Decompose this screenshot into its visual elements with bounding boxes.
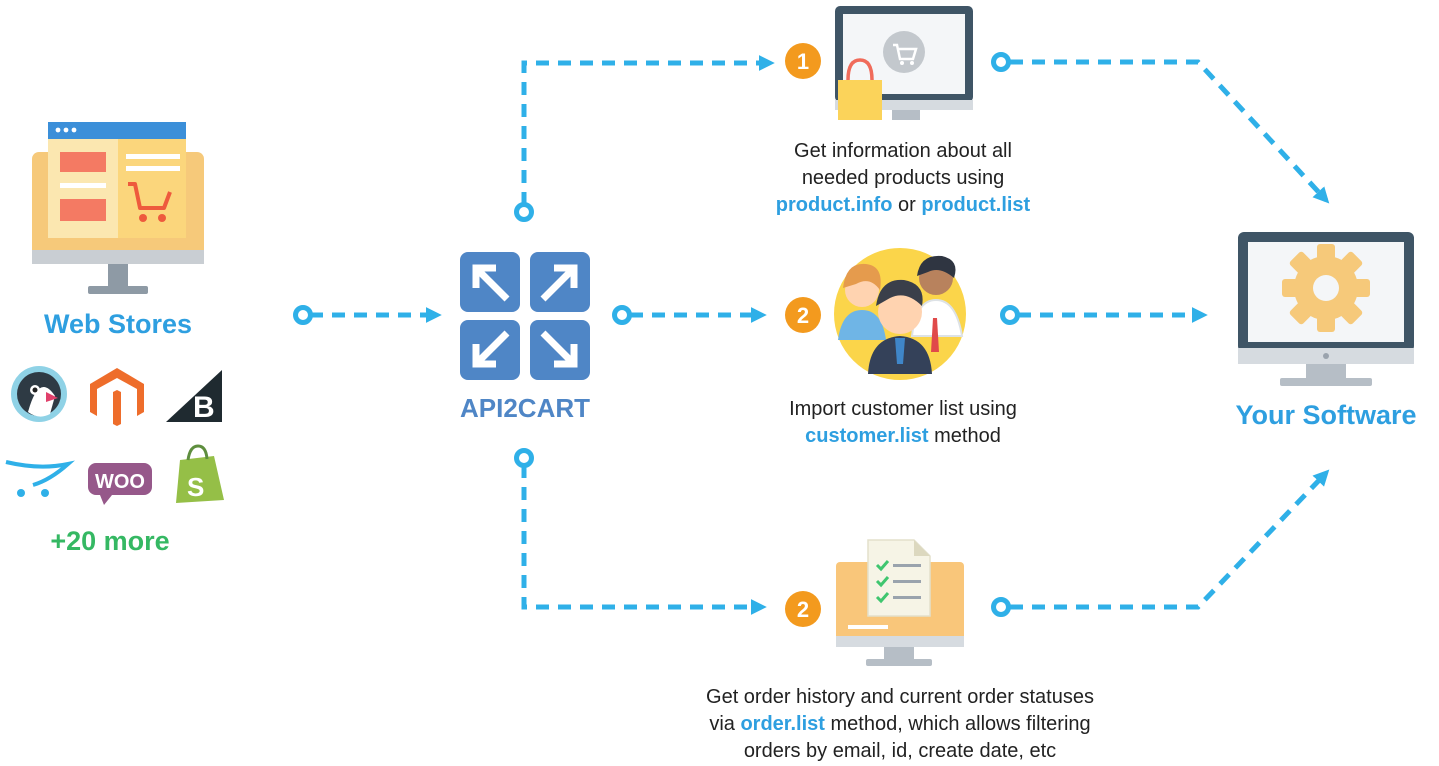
step1-line2: needed products using: [801, 167, 1005, 189]
magento-icon: [90, 368, 144, 426]
connector-step3-to-software: [1010, 469, 1330, 610]
step3-badge: 2: [785, 591, 821, 627]
orders-monitor-icon: [836, 539, 964, 666]
web-stores-title: Web Stores: [43, 309, 193, 339]
api2cart-title: API2CART: [459, 393, 590, 423]
step3-method: order.list: [740, 713, 825, 735]
svg-text:B: B: [193, 391, 215, 424]
prestashop-icon: [11, 366, 67, 422]
step1-method-a: product.info: [775, 194, 893, 216]
step1-joiner: or: [892, 194, 922, 216]
step2-line1: Import customer list using: [789, 398, 1017, 420]
products-monitor-icon: [835, 6, 973, 120]
svg-text:1: 1: [797, 49, 809, 74]
more-platforms-label: +20 more: [50, 526, 170, 556]
connector-step1-to-software: [1010, 59, 1330, 204]
step1-method-b: product.list: [921, 194, 1031, 216]
connector-api-to-step3: [521, 465, 767, 616]
svg-text:2: 2: [797, 303, 809, 328]
svg-text:2: 2: [797, 597, 809, 622]
step3-line2-head: via: [709, 713, 741, 735]
gear-icon: [1282, 244, 1370, 332]
step3-line2: via order.list method, which allows filt…: [640, 711, 1160, 738]
connector-api-to-step1: [521, 54, 775, 205]
step3-line2-tail: method, which allows filtering: [824, 713, 1091, 735]
step2-line2: customer.list method: [703, 423, 1103, 450]
opencart-icon: [5, 460, 75, 497]
step3-line1: Get order history and current order stat…: [706, 686, 1094, 708]
woocommerce-text: WOO: [95, 471, 145, 493]
shopify-icon: S: [176, 444, 224, 503]
woocommerce-icon: WOO: [88, 463, 152, 505]
step1-line3: product.info or product.list: [703, 192, 1103, 219]
step2-badge: 2: [785, 297, 821, 333]
step2-description: Import customer list using customer.list…: [703, 396, 1103, 450]
software-monitor-icon: [1238, 232, 1414, 386]
api2cart-logo: [460, 252, 590, 380]
svg-text:S: S: [187, 472, 204, 502]
step3-line3: orders by email, id, create date, etc: [743, 740, 1057, 762]
step1-description: Get information about all needed product…: [703, 138, 1103, 219]
step1-badge: 1: [785, 43, 821, 79]
connector-nodes: [293, 52, 1020, 617]
your-software-title: Your Software: [1235, 400, 1417, 430]
connectors: [310, 54, 1330, 616]
step2-line2-tail: method: [928, 425, 1001, 447]
web-store-icon: [32, 122, 204, 294]
step3-description: Get order history and current order stat…: [640, 684, 1160, 765]
step2-method: customer.list: [805, 425, 929, 447]
bigcommerce-icon: B: [166, 370, 222, 424]
step1-line1: Get information about all: [794, 140, 1012, 162]
customers-icon: [834, 248, 966, 380]
